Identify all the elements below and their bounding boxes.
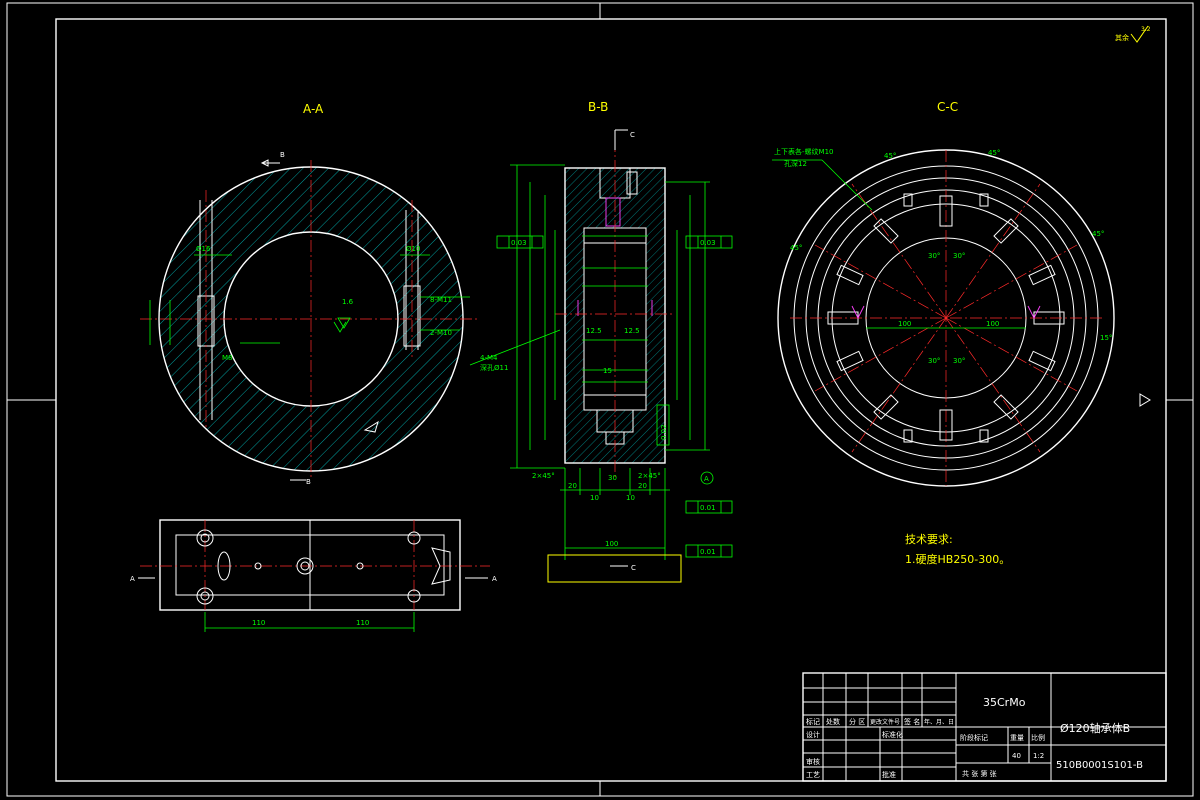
bb-note-depth: 深孔Ø11 (480, 363, 508, 372)
bb-dim-12-5a: 12.5 (586, 327, 602, 335)
view-cc: 100 100 30° 30° 30° 30° 45° 45° 45° 45° … (772, 147, 1115, 487)
aa-dim-m8: M8 (222, 354, 233, 362)
cc-dim-100a: 100 (898, 320, 911, 328)
tb-h-count: 处数 (826, 717, 840, 726)
tb-approve: 批准 (882, 770, 896, 779)
cc-angle-30c: 30° (928, 357, 940, 365)
aa-dim-8m11: 8-M11 (430, 296, 452, 304)
bottom-dim-110a: 110 (252, 619, 265, 627)
cc-dim-100b: 100 (986, 320, 999, 328)
bb-dim-20a: 20 (568, 482, 577, 490)
title-block: 35CrMo Ø120轴承体B 510B0001S101-B 标记 处数 分 区… (802, 672, 1167, 782)
tb-check: 审核 (806, 757, 820, 766)
aa-dim-d10: Ø10 (406, 245, 420, 253)
tb-weight-val: 40 (1012, 752, 1021, 760)
cc-angle-30b: 30° (953, 252, 965, 260)
bb-tol-1: 0.03 (511, 239, 527, 247)
roughness-value: 3.2 (1141, 26, 1151, 33)
aa-roughness-1-6: 1.6 (342, 298, 354, 306)
bb-dim-12-5b: 12.5 (624, 327, 640, 335)
tech-requirements-heading: 技术要求: (905, 533, 953, 546)
bb-section-c-bottom: C (631, 564, 636, 572)
view-aa: Ø16 Ø10 8-M11 2-M10 1.6 M8 B B (140, 151, 480, 486)
tb-h-doc: 更改文件号 (870, 718, 900, 726)
bb-tol-3: 0.01 (700, 504, 716, 512)
bb-dim-10b: 10 (626, 494, 635, 502)
tb-scale-val: 1:2 (1033, 752, 1044, 760)
bb-dim-10a: 10 (590, 494, 599, 502)
bb-tol-2: 0.03 (700, 239, 716, 247)
bb-dim-15: 15 (603, 367, 612, 375)
roughness-symbol: 其余 3.2 (1115, 25, 1151, 43)
aa-section-b-bottom: B (306, 478, 311, 486)
cc-angle-45d: 45° (1092, 230, 1104, 238)
tb-design: 设计 (806, 730, 820, 739)
sheet-border (6, 2, 1194, 797)
bb-datum-a: A (704, 475, 709, 483)
bb-note-4m4: 4-M4 (480, 354, 498, 362)
bb-dim-30: 30 (608, 474, 617, 482)
cc-angle-30a: 30° (928, 252, 940, 260)
tb-weight: 重量 (1010, 734, 1024, 742)
cc-note-depth: 孔深12 (784, 159, 807, 168)
bottom-dim-110b: 110 (356, 619, 369, 627)
bb-dim-20b: 20 (638, 482, 647, 490)
bottom-section-a-right: A (492, 575, 497, 583)
tb-part-name: Ø120轴承体B (1060, 721, 1130, 735)
cc-angle-30d: 30° (953, 357, 965, 365)
bb-tol-4: 0.01 (700, 548, 716, 556)
bottom-section-a-left: A (130, 575, 135, 583)
view-label-aa: A-A (303, 102, 324, 116)
cc-slots (827, 193, 1065, 443)
roughness-label: 其余 (1115, 33, 1129, 42)
aa-dim-d16: Ø16 (196, 245, 211, 253)
bb-tol-5: 0.02 (660, 424, 668, 440)
view-label-bb: B-B (588, 100, 608, 114)
tb-h-date: 年、月、日 (924, 718, 954, 726)
tb-h-sign: 签 名 (904, 717, 920, 726)
aa-section-b-top: B (280, 151, 285, 159)
cc-angle-15: 15° (1100, 334, 1112, 342)
view-bb: 0.03 0.03 0.01 0.01 0.02 A 100 20 30 20 … (469, 129, 733, 583)
tb-sheets: 共 张 第 张 (962, 769, 997, 778)
bb-chamfer-right: 2×45° (638, 472, 661, 480)
cc-angle-45a: 45° (884, 152, 896, 160)
tb-h-mark: 标记 (806, 717, 820, 726)
tb-process: 工艺 (806, 771, 820, 779)
aa-dim-2m10: 2-M10 (430, 329, 452, 337)
tb-scale: 比例 (1031, 733, 1045, 742)
tb-drawing-no: 510B0001S101-B (1056, 760, 1143, 771)
cc-angle-45c: 45° (790, 244, 802, 252)
bb-section-c-top: C (630, 131, 635, 139)
view-label-cc: C-C (937, 100, 958, 114)
tb-stage: 阶段标记 (960, 733, 988, 742)
cc-angle-45b: 45° (988, 149, 1000, 157)
tb-standardize: 标准化 (882, 730, 903, 739)
tech-requirement-1: 1.硬度HB250-300。 (905, 552, 1010, 566)
tb-material: 35CrMo (983, 696, 1026, 709)
cc-note-thread: 上下表各-螺纹M10 (774, 147, 833, 156)
bb-dim-100: 100 (605, 540, 618, 548)
view-bottom: 110 110 A A (130, 519, 497, 632)
tb-h-zone: 分 区 (849, 717, 865, 726)
bb-chamfer-left: 2×45° (532, 472, 555, 480)
